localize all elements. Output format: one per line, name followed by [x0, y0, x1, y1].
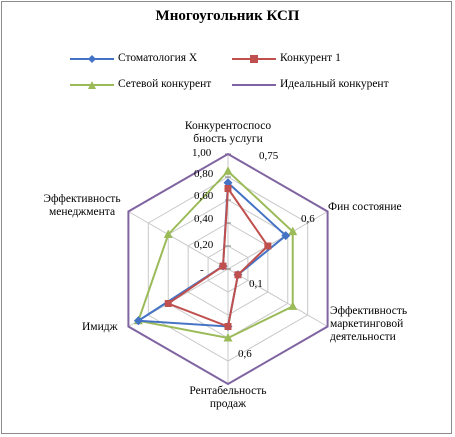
axis-label-marketing-line-3: деятельности	[330, 331, 396, 343]
chart-title: Многоугольник КСП	[155, 8, 300, 24]
legend-label-stomatology: Стоматология X	[118, 52, 198, 64]
series-1-point-1	[264, 242, 272, 250]
axis-label-competitiveness: Конкурентоспосо бность услуги	[168, 120, 288, 146]
tick-label-4: 0,80	[194, 168, 214, 180]
legend-label-network-competitor: Сетевой конкурент	[118, 78, 212, 90]
series-line-2	[137, 169, 294, 340]
legend-label-competitor-1: Конкурент 1	[280, 52, 341, 64]
axis-label-marketing-line-1: Эффективность	[330, 305, 408, 317]
series-2-point-2	[288, 301, 298, 310]
series-2-point-0	[223, 166, 233, 175]
tick-label-5: 1,00	[192, 147, 212, 159]
axis-spoke-1	[227, 211, 328, 270]
axis-label-image-line-1: Имидж	[82, 321, 118, 333]
series-line-1	[166, 185, 270, 328]
legend-swatch-ideal-competitor	[232, 84, 276, 86]
axis-label-profitability-line-2: продаж	[209, 398, 247, 410]
axis-label-profitability: Рентабельность продаж	[173, 385, 283, 411]
axis-spoke-2	[227, 268, 328, 327]
legend-swatch-network-competitor	[70, 81, 114, 89]
axis-label-financial-state: Фин состояние	[328, 201, 428, 214]
tick-label-2: 0,40	[194, 213, 214, 225]
axis-label-image: Имидж	[82, 321, 142, 334]
axis-label-management: Эффективность менеджмента	[30, 193, 134, 219]
series-1-point-2	[234, 271, 242, 279]
legend-swatch-stomatology	[70, 55, 114, 63]
axis-label-financial-state-line-1: Фин состояние	[328, 201, 402, 213]
series-1-point-4	[164, 300, 172, 307]
legend-label-ideal-competitor: Идеальный конкурент	[280, 78, 389, 90]
tick-label-1: 0,20	[194, 239, 214, 251]
legend-swatch-competitor-1	[232, 55, 276, 63]
annotation-competitiveness: 0,75	[259, 150, 279, 162]
series-1-point-0	[224, 185, 232, 192]
tick-label-3: 0,60	[194, 190, 214, 202]
series-0-point-1	[281, 231, 291, 241]
tick-label-0: -	[200, 264, 204, 276]
axis-label-management-line-1: Эффективность	[43, 193, 121, 205]
annotation-profitability: 0,6	[238, 348, 252, 360]
axis-label-profitability-line-1: Рентабельность	[189, 385, 267, 397]
series-2-point-5	[163, 229, 173, 238]
axis-label-marketing: Эффективность маркетинговой деятельности	[330, 305, 430, 344]
series-line-3	[127, 152, 329, 386]
series-1-point-5	[219, 262, 227, 270]
axis-label-management-line-2: менеджмента	[48, 206, 116, 218]
series-1-point-3	[224, 323, 232, 330]
series-2-point-3	[223, 333, 233, 342]
annotation-marketing: 0,1	[249, 278, 263, 290]
series-0-point-4	[133, 316, 143, 326]
annotation-financial-state: 0,6	[301, 213, 315, 225]
axis-label-marketing-line-2: маркетинговой	[330, 318, 404, 330]
axis-spoke-5	[128, 211, 229, 270]
axis-label-competitiveness-line-2: бность услуги	[193, 133, 263, 145]
axis-label-competitiveness-line-1: Конкурентоспосо	[184, 120, 272, 132]
series-2-point-1	[288, 226, 298, 236]
